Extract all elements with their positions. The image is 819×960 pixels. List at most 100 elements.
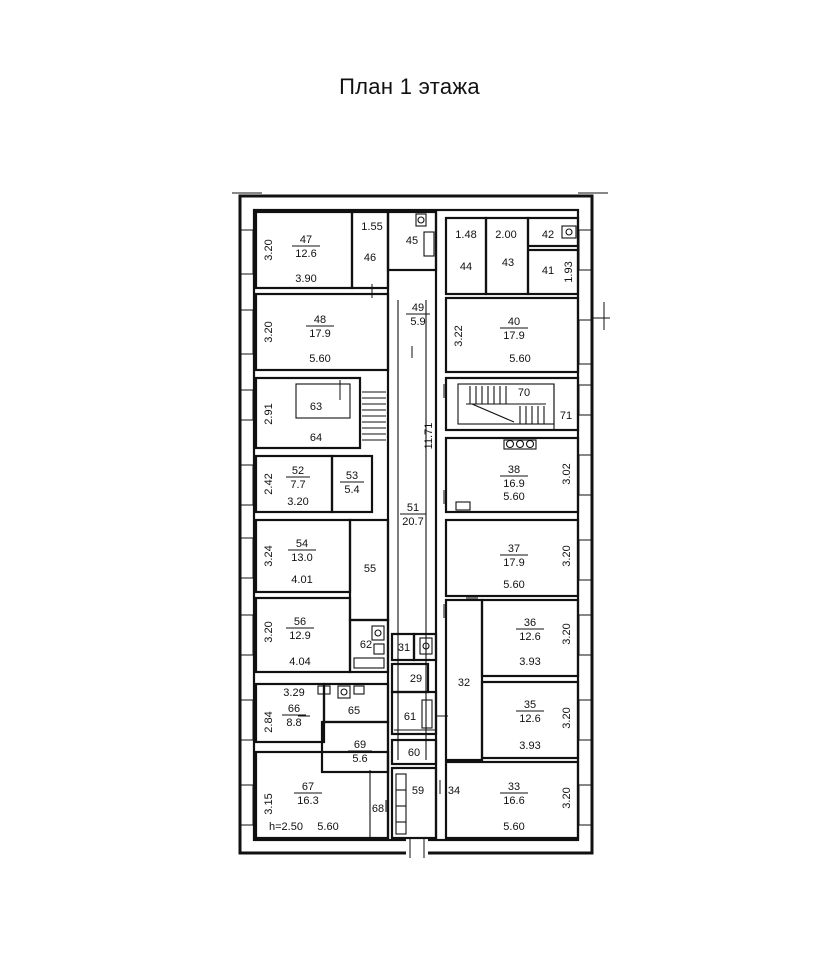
room-35: 35 12.6 (516, 699, 544, 725)
dim-38-width: 5.60 (503, 491, 524, 503)
door-marks (298, 284, 478, 812)
room-36: 36 12.6 (516, 617, 544, 643)
room-59: 59 (412, 785, 424, 797)
dim-54-width: 4.01 (291, 574, 312, 586)
room-70: 70 (518, 387, 530, 399)
dim-48-width: 5.60 (309, 353, 330, 365)
svg-text:36: 36 (524, 617, 536, 629)
stairs (362, 386, 546, 441)
svg-text:40: 40 (508, 316, 520, 328)
dim-48-height: 3.20 (263, 321, 275, 342)
room-32: 32 (458, 677, 470, 689)
svg-text:12.6: 12.6 (519, 631, 540, 643)
dim-38-height: 3.02 (561, 463, 573, 484)
svg-text:47: 47 (300, 234, 312, 246)
dim-36-width: 3.93 (519, 656, 540, 668)
room-29: 29 (410, 673, 422, 685)
svg-text:12.9: 12.9 (289, 630, 310, 642)
svg-text:16.6: 16.6 (503, 795, 524, 807)
room-53: 535.4 (340, 470, 364, 496)
dim-41-height: 1.93 (563, 261, 575, 282)
svg-text:48: 48 (314, 314, 326, 326)
dim-66-width: 3.29 (283, 687, 304, 699)
room-63: 63 (310, 401, 322, 413)
dim-56-height: 3.20 (263, 621, 275, 642)
ceiling-height: h=2.50 (269, 821, 303, 833)
svg-text:12.6: 12.6 (295, 248, 316, 260)
dim-36-height: 3.20 (561, 623, 573, 644)
svg-text:20.7: 20.7 (402, 516, 423, 528)
dim-64-height: 2.91 (263, 403, 275, 424)
svg-text:67: 67 (302, 781, 314, 793)
room-44: 44 (460, 261, 472, 273)
dim-47-height: 3.20 (263, 239, 275, 260)
dim-46-width: 1.55 (361, 221, 382, 233)
room-40: 40 17.9 (500, 316, 528, 342)
room-64: 64 (310, 432, 322, 444)
dim-54-height: 3.24 (263, 545, 275, 566)
room-43: 43 (502, 257, 514, 269)
room-42: 42 (542, 229, 554, 241)
room-62: 62 (360, 639, 372, 651)
dim-52-height: 2.42 (263, 473, 275, 494)
room-55: 55 (364, 563, 376, 575)
dim-56-width: 4.04 (289, 656, 310, 668)
svg-text:37: 37 (508, 543, 520, 555)
svg-text:16.9: 16.9 (503, 478, 524, 490)
dim-33-height: 3.20 (561, 787, 573, 808)
dim-35-width: 3.93 (519, 740, 540, 752)
room-66: 668.8 (282, 703, 306, 729)
dim-37-height: 3.20 (561, 545, 573, 566)
svg-text:7.7: 7.7 (290, 479, 305, 491)
svg-text:69: 69 (354, 739, 366, 751)
svg-text:56: 56 (294, 616, 306, 628)
svg-text:53: 53 (346, 470, 358, 482)
svg-text:17.9: 17.9 (503, 330, 524, 342)
room-47: 47 12.6 (292, 234, 320, 260)
room-56: 56 12.9 (286, 616, 314, 642)
svg-text:49: 49 (412, 302, 424, 314)
dim-35-height: 3.20 (561, 707, 573, 728)
room-68: 68 (372, 803, 384, 815)
room-69: 695.6 (348, 739, 372, 765)
plan-title: План 1 этажа (339, 74, 480, 99)
room-71: 71 (560, 410, 572, 422)
dim-67-width: 5.60 (317, 821, 338, 833)
dim-40-height: 3.22 (453, 325, 465, 346)
svg-text:66: 66 (288, 703, 300, 715)
svg-text:5.4: 5.4 (344, 484, 359, 496)
room-33: 33 16.6 (500, 781, 528, 807)
room-65: 65 (348, 705, 360, 717)
svg-text:33: 33 (508, 781, 520, 793)
svg-text:38: 38 (508, 464, 520, 476)
dimension-labels: 3.20 3.90 1.55 1.48 2.00 1.93 3.20 5.60 … (263, 221, 575, 833)
room-34: 34 (448, 785, 460, 797)
dim-33-width: 5.60 (503, 821, 524, 833)
dim-corridor-length: 11.71 (423, 423, 435, 450)
svg-text:35: 35 (524, 699, 536, 711)
svg-text:52: 52 (292, 465, 304, 477)
windows (240, 229, 610, 826)
room-46: 46 (364, 252, 376, 264)
svg-text:12.6: 12.6 (519, 713, 540, 725)
room-45: 45 (406, 235, 418, 247)
room-61: 61 (404, 711, 416, 723)
fixtures (317, 213, 577, 835)
dim-52-width: 3.20 (287, 496, 308, 508)
dim-37-width: 5.60 (503, 579, 524, 591)
dim-67-height: 3.15 (263, 793, 275, 814)
room-52: 527.7 (286, 465, 310, 491)
room-41: 41 (542, 265, 554, 277)
dim-40-width: 5.60 (509, 353, 530, 365)
interior-walls (254, 210, 580, 840)
svg-text:54: 54 (296, 538, 308, 550)
room-49: 495.9 (406, 302, 430, 328)
svg-text:16.3: 16.3 (297, 795, 318, 807)
room-31: 31 (398, 642, 410, 654)
svg-text:8.8: 8.8 (286, 717, 301, 729)
svg-text:17.9: 17.9 (503, 557, 524, 569)
